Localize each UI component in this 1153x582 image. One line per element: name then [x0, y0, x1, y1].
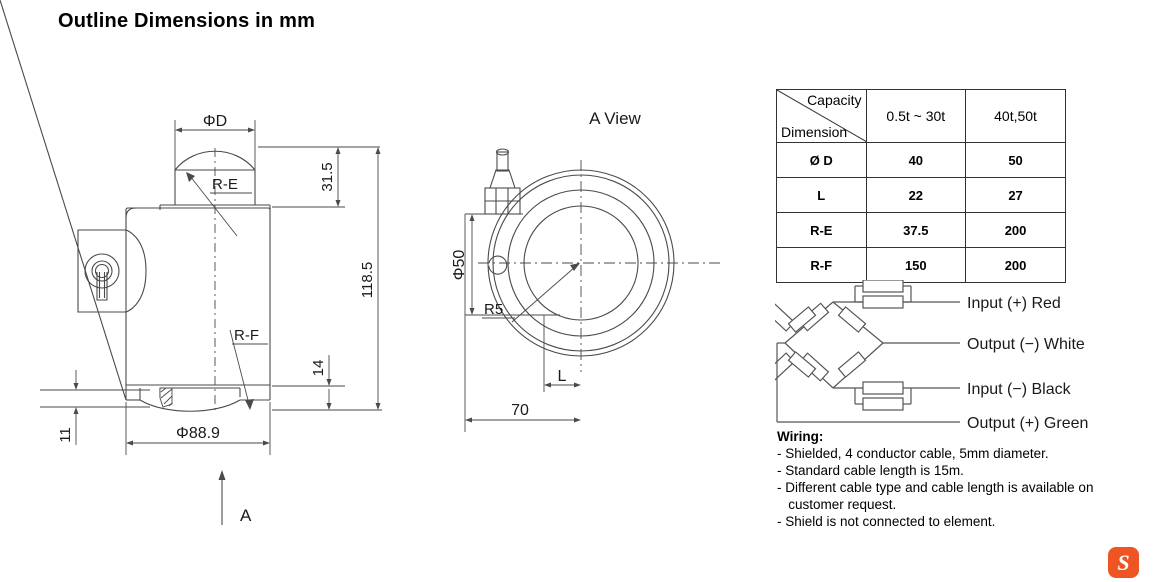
table-col-header-1: 40t,50t	[965, 89, 1066, 143]
dim-70: 70	[511, 402, 529, 419]
dim-r-f: R-F	[234, 327, 259, 344]
page-title: Outline Dimensions in mm	[58, 10, 316, 32]
wiring-note-1: - Standard cable length is 15m.	[777, 463, 964, 478]
wiring-note-2: - Different cable type and cable length …	[777, 480, 1094, 512]
wiring-label-3: Output (+) Green	[967, 415, 1088, 432]
dim-31-5: 31.5	[319, 162, 336, 191]
cell-3-1: 200	[965, 247, 1066, 283]
capacity-label: Capacity	[807, 92, 862, 108]
dim-phi-50: Φ50	[451, 250, 468, 281]
wiring-label-2: Input (−) Black	[967, 381, 1072, 398]
wiring-notes-title: Wiring:	[777, 429, 824, 444]
table-row: Ø D 40 50	[776, 142, 1066, 178]
cell-1-1: 27	[965, 177, 1066, 213]
cell-0-0: 40	[865, 142, 967, 178]
cell-1-0: 22	[865, 177, 967, 213]
table-corner-cell: Capacity Dimension	[776, 89, 867, 143]
row-name-1: L	[776, 177, 867, 213]
spec-table: Capacity Dimension 0.5t ~ 30t 40t,50t Ø …	[776, 89, 1066, 283]
row-name-0: Ø D	[776, 142, 867, 178]
dim-r-e: R-E	[212, 176, 238, 193]
wiring-note-3: - Shield is not connected to element.	[777, 514, 996, 529]
dim-11: 11	[57, 427, 74, 443]
cell-0-1: 50	[965, 142, 1066, 178]
row-name-3: R-F	[776, 247, 867, 283]
table-row: R-F 150 200	[776, 247, 1066, 283]
front-elevation-drawing: ΦD R-E R-F 31.5 118.5 14	[0, 0, 382, 525]
dim-r5: R5	[484, 301, 503, 318]
wiring-label-1: Output (−) White	[967, 336, 1085, 353]
wiring-notes: Wiring: - Shielded, 4 conductor cable, 5…	[777, 428, 1117, 530]
section-label-a: A	[240, 506, 252, 525]
table-col-header-0: 0.5t ~ 30t	[865, 89, 967, 143]
table-row: R-E 37.5 200	[776, 212, 1066, 248]
table-header-row: Capacity Dimension 0.5t ~ 30t 40t,50t	[776, 89, 1066, 143]
table-row: L 22 27	[776, 177, 1066, 213]
corner-diagonal-line	[777, 90, 867, 142]
row-name-2: R-E	[776, 212, 867, 248]
cell-2-0: 37.5	[865, 212, 967, 248]
dim-phi-d: ΦD	[203, 113, 227, 130]
wiring-label-0: Input (+) Red	[967, 295, 1061, 312]
dim-14: 14	[310, 360, 327, 377]
a-view-title: A View	[589, 109, 641, 128]
dim-l: L	[558, 368, 567, 385]
wiring-bridge-diagram: Input (+) Red Output (−) White Input (−)…	[775, 280, 1088, 432]
wiring-note-0: - Shielded, 4 conductor cable, 5mm diame…	[777, 446, 1049, 461]
logo-letter: S	[1117, 549, 1130, 575]
dim-phi-88-9: Φ88.9	[176, 425, 220, 442]
cell-2-1: 200	[965, 212, 1066, 248]
brand-logo: S	[1108, 547, 1139, 578]
dimension-label: Dimension	[781, 124, 848, 140]
dim-118-5: 118.5	[359, 262, 376, 298]
cell-3-0: 150	[865, 247, 967, 283]
a-view-drawing: A View Φ50 R5	[451, 109, 720, 432]
